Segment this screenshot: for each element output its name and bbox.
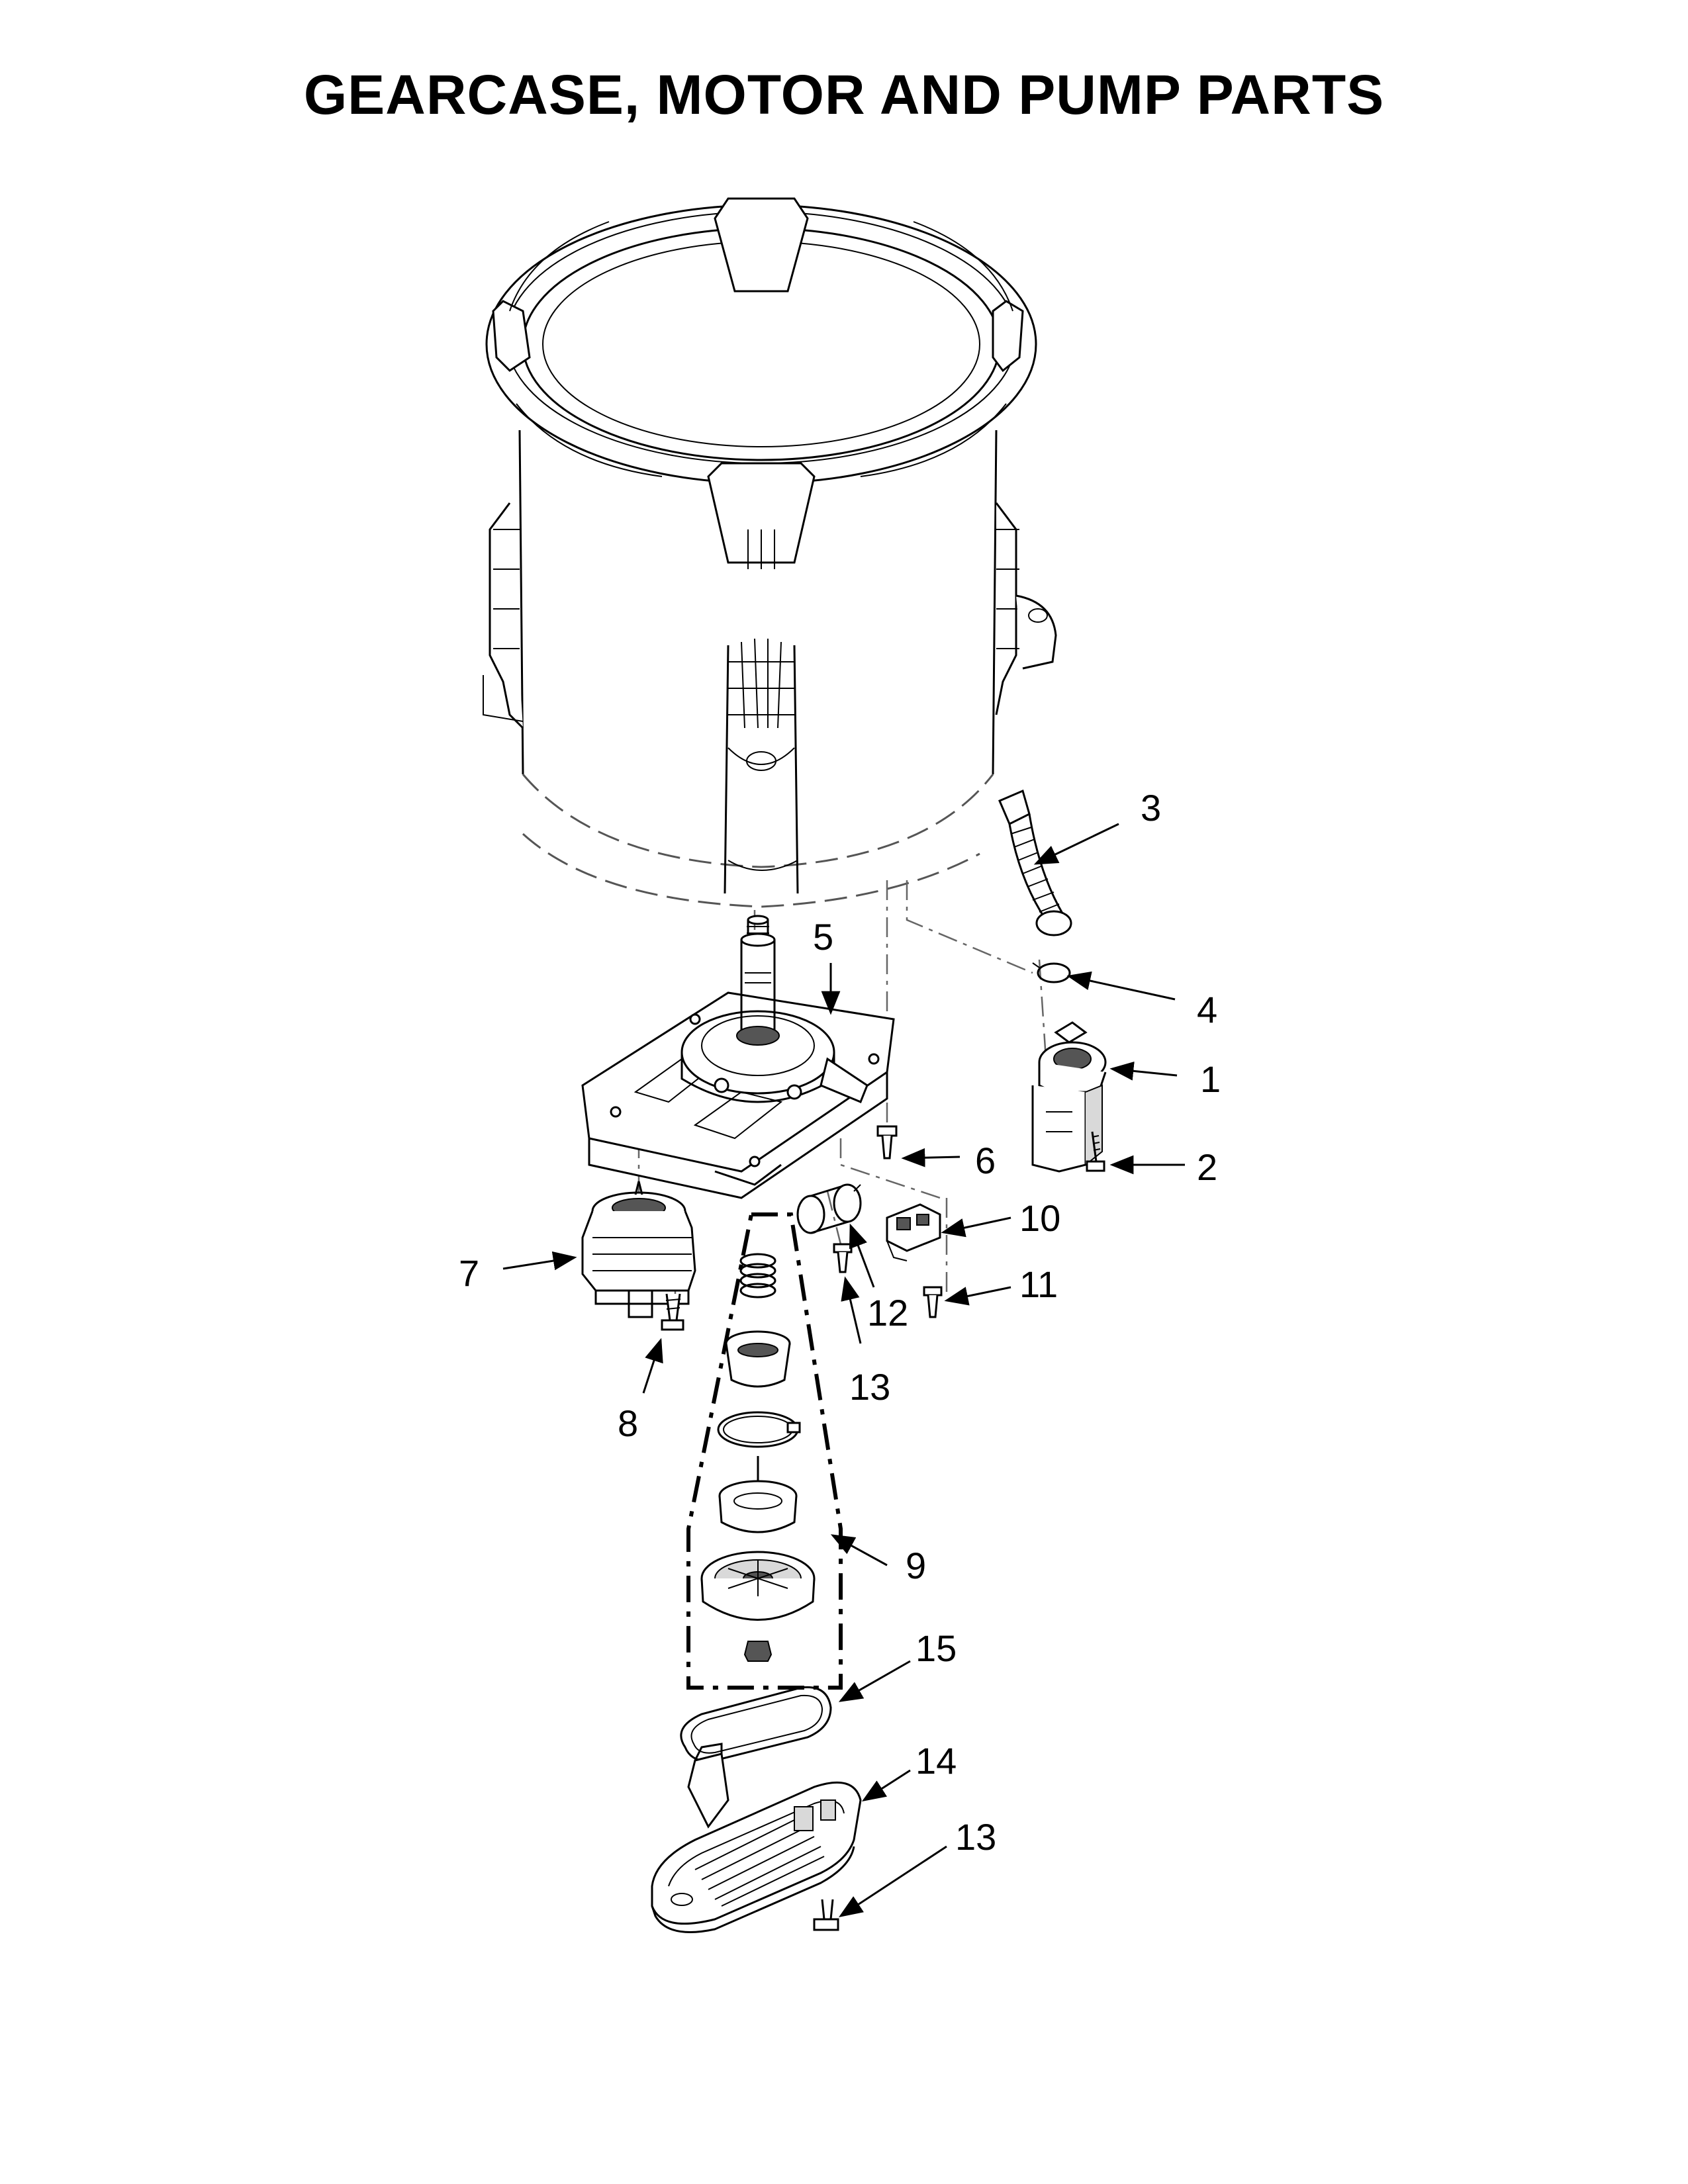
callout-6: 6 [975, 1140, 996, 1181]
callout-14: 14 [915, 1740, 957, 1782]
capacitor-part [796, 1183, 862, 1234]
callout-10: 10 [1019, 1197, 1060, 1239]
callout-4: 4 [1197, 989, 1217, 1030]
callout-12: 12 [867, 1292, 908, 1334]
shield-screw-part [813, 1899, 839, 1931]
callout-arrows [502, 823, 1185, 1917]
callout-labels: 3 4 1 2 5 6 7 8 9 10 11 12 13 15 14 13 [459, 787, 1221, 1858]
callout-5: 5 [813, 916, 833, 958]
drive-motor-part [581, 1181, 696, 1318]
callout-3: 3 [1141, 787, 1161, 829]
hose-clamp-part [1032, 962, 1071, 983]
clutch-assembly-part [686, 1212, 843, 1690]
callout-15: 15 [915, 1627, 957, 1669]
callout-11: 11 [1019, 1263, 1058, 1305]
callout-13-upper: 13 [849, 1366, 890, 1408]
motor-screw-part [661, 1293, 684, 1331]
lid-switch-part [886, 1203, 941, 1261]
callout-2: 2 [1197, 1146, 1217, 1188]
belt-shield-part [651, 1743, 862, 1933]
gearcase-screw-part [876, 1125, 898, 1160]
callout-13-lower: 13 [955, 1816, 996, 1858]
callout-7: 7 [459, 1252, 479, 1294]
page-title: GEARCASE, MOTOR AND PUMP PARTS [303, 64, 1385, 126]
drain-pump-part [1031, 1021, 1107, 1173]
callout-8: 8 [618, 1402, 638, 1444]
outer-tub-outline [483, 197, 1057, 908]
drain-hose-part [998, 789, 1072, 936]
gearcase-part [581, 915, 895, 1199]
switch-mount-screw-part [923, 1286, 943, 1318]
switch-screw-part [833, 1243, 853, 1273]
callout-1: 1 [1200, 1058, 1221, 1100]
pump-screw-part [1086, 1131, 1105, 1172]
drive-belt-part [680, 1686, 832, 1762]
callout-9: 9 [906, 1545, 926, 1586]
